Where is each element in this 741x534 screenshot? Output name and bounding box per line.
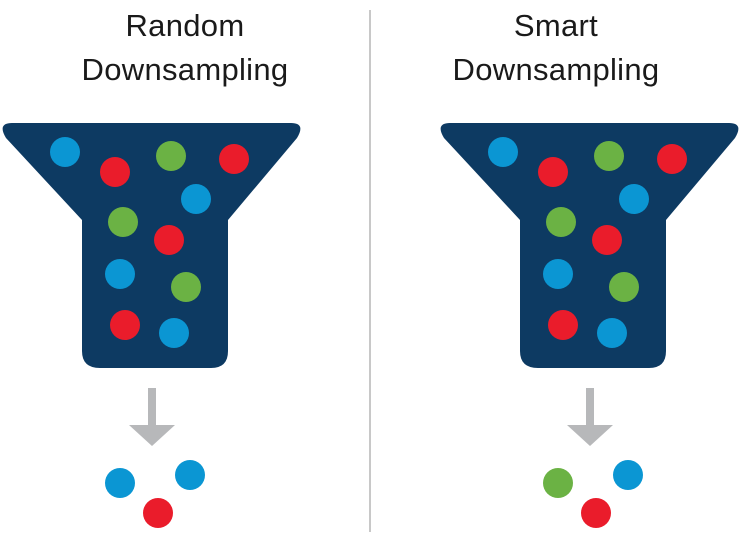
- funnel-dot-red: [100, 157, 130, 187]
- funnel-dot-green: [171, 272, 201, 302]
- funnel-dot-red: [154, 225, 184, 255]
- random-funnel-group: [2, 123, 301, 528]
- smart-funnel-group: [440, 123, 739, 528]
- title-line-1: Smart: [513, 8, 599, 43]
- funnel-dot-red: [657, 144, 687, 174]
- funnel-dot-red: [219, 144, 249, 174]
- arrow-down-icon: [567, 425, 613, 446]
- funnel-shape: [2, 123, 301, 368]
- title-line-1: Random: [125, 8, 245, 43]
- output-dot-red: [581, 498, 611, 528]
- funnel-dot-red: [548, 310, 578, 340]
- funnel-dot-green: [594, 141, 624, 171]
- funnel-dot-blue: [488, 137, 518, 167]
- funnel-dot-green: [546, 207, 576, 237]
- funnel-dot-green: [156, 141, 186, 171]
- smart-downsampling-panel: Smart Downsampling: [371, 0, 741, 534]
- funnel-shape: [440, 123, 739, 368]
- funnel-dot-blue: [619, 184, 649, 214]
- output-dot-blue: [175, 460, 205, 490]
- funnel-dot-red: [538, 157, 568, 187]
- random-downsampling-panel: Random Downsampling: [0, 0, 370, 534]
- output-dot-blue: [105, 468, 135, 498]
- funnel-dot-blue: [597, 318, 627, 348]
- random-downsampling-title: Random Downsampling: [0, 4, 370, 92]
- funnel-dot-blue: [50, 137, 80, 167]
- output-dot-blue: [613, 460, 643, 490]
- funnel-dot-green: [609, 272, 639, 302]
- output-dot-green: [543, 468, 573, 498]
- arrow-down-icon: [129, 425, 175, 446]
- title-line-2: Downsampling: [452, 52, 660, 87]
- arrow-shaft: [586, 388, 594, 426]
- smart-downsampling-title: Smart Downsampling: [371, 4, 741, 92]
- title-line-2: Downsampling: [81, 52, 289, 87]
- funnel-dot-red: [592, 225, 622, 255]
- arrow-shaft: [148, 388, 156, 426]
- funnel-dot-blue: [105, 259, 135, 289]
- output-dot-red: [143, 498, 173, 528]
- panel-divider: [369, 10, 371, 532]
- funnel-dot-green: [108, 207, 138, 237]
- funnel-dot-red: [110, 310, 140, 340]
- funnel-dot-blue: [181, 184, 211, 214]
- funnel-dot-blue: [543, 259, 573, 289]
- funnel-dot-blue: [159, 318, 189, 348]
